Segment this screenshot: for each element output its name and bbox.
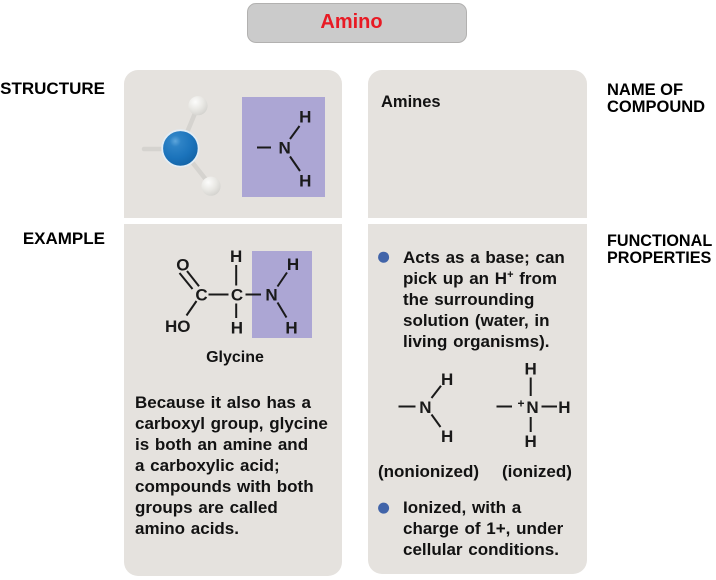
svg-text:C: C [231,286,243,305]
svg-text:H: H [299,108,311,127]
svg-text:N: N [526,398,538,417]
svg-text:H: H [231,319,243,338]
svg-text:O: O [176,255,189,274]
svg-text:H: H [287,255,299,274]
svg-text:H: H [558,398,570,417]
svg-text:N: N [419,398,431,417]
svg-text:HO: HO [165,317,191,336]
svg-text:H: H [441,370,453,389]
svg-text:N: N [265,286,277,305]
svg-text:H: H [285,319,297,338]
svg-text:H: H [299,172,311,191]
svg-text:H: H [525,432,537,451]
svg-text:H: H [441,427,453,446]
svg-text:H: H [525,360,537,379]
svg-text:H: H [230,247,242,266]
svg-text:C: C [195,286,207,305]
svg-text:N: N [278,139,290,158]
svg-text:+: + [517,397,524,411]
